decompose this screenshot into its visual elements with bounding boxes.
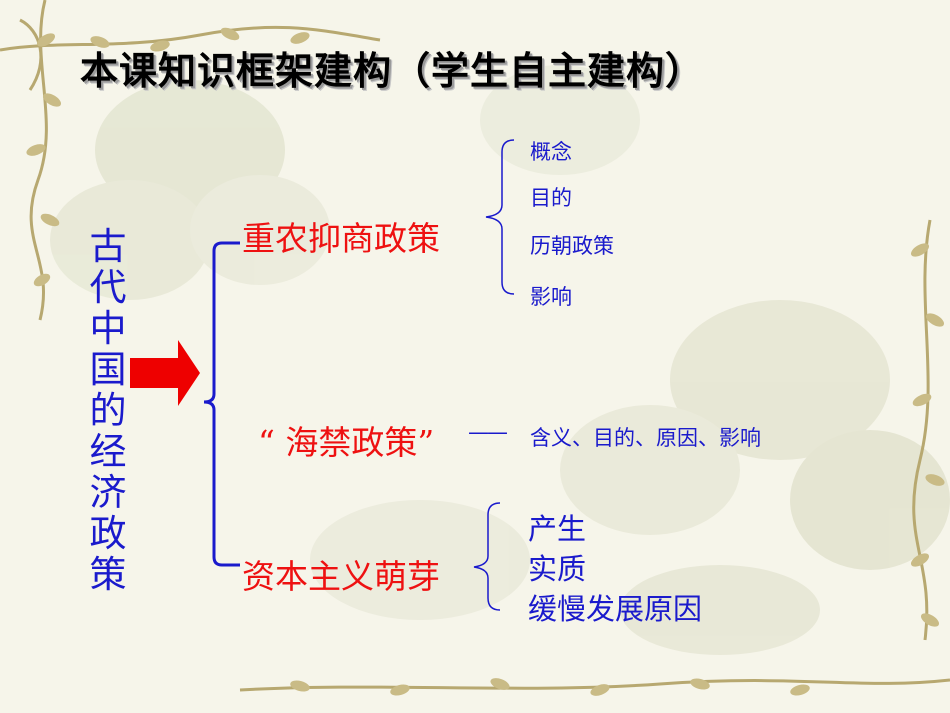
right-arrow-icon xyxy=(130,340,200,406)
branch-label-sea-ban-policy: “ 海禁政策” xyxy=(258,423,435,462)
center-topic-label: 古代中国的经济政策 xyxy=(89,225,127,596)
list-item: 历朝政策 xyxy=(530,234,614,258)
list-item: 目的 xyxy=(530,186,572,210)
list-item: 实质 xyxy=(528,552,587,586)
list-item: 影响 xyxy=(530,285,572,309)
flower-watermark xyxy=(50,65,950,655)
list-item: 缓慢发展原因 xyxy=(528,592,703,626)
vine-border-decoration xyxy=(0,0,381,321)
list-item: 产生 xyxy=(528,512,587,546)
branch-detail-text: 含义、目的、原因、影响 xyxy=(530,426,761,450)
main-bracket xyxy=(203,241,240,567)
branch-label-capitalism-sprouts: 资本主义萌芽 xyxy=(242,557,440,596)
brace-capitalism-items xyxy=(473,502,501,611)
brace-policy-items xyxy=(485,139,515,295)
branch-label-agriculture-policy: 重农抑商政策 xyxy=(242,219,440,258)
list-item: 概念 xyxy=(530,140,572,164)
dash-connector: —— xyxy=(468,420,508,444)
page-title: 本课知识框架建构（学生自主建构） xyxy=(80,49,705,93)
